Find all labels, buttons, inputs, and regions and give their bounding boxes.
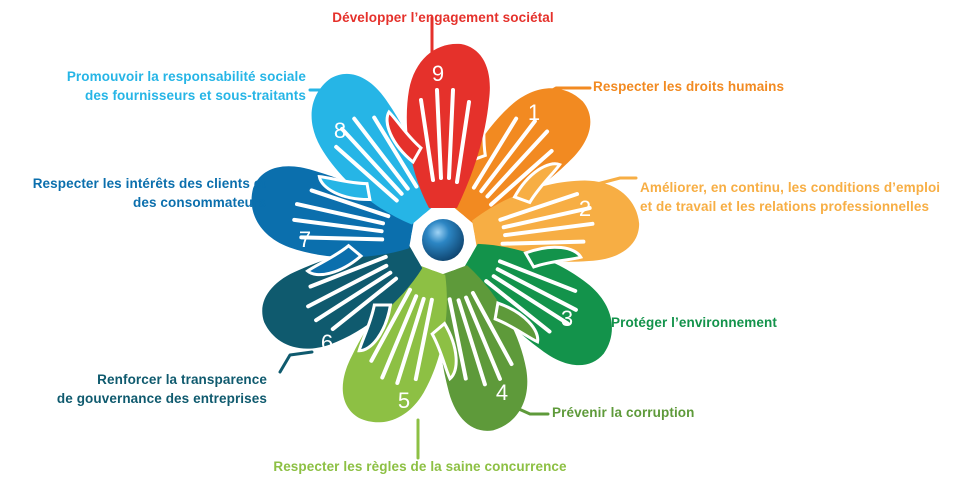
label-principle-7: Respecter les intérêts des clients et de… bbox=[33, 174, 266, 212]
finger-gap-7-4 bbox=[309, 188, 391, 219]
finger-gap-7-3 bbox=[295, 202, 385, 226]
finger-gap-8-2 bbox=[339, 126, 404, 196]
hand-number-7: 7 bbox=[299, 227, 311, 252]
hands-group: 1 2 3 4 5 6 7 8 9 bbox=[251, 43, 640, 431]
finger-gap-3-1 bbox=[497, 259, 578, 293]
finger-gap-2-1 bbox=[498, 192, 580, 222]
finger-gap-6-4 bbox=[308, 254, 388, 289]
finger-gap-9-1 bbox=[419, 98, 435, 182]
finger-gap-2-4 bbox=[500, 239, 586, 246]
finger-gap-1-1 bbox=[471, 116, 519, 190]
hand-thumb-6 bbox=[357, 303, 393, 353]
hand-number-2: 2 bbox=[579, 196, 591, 221]
hand-number-5: 5 bbox=[398, 388, 410, 413]
label-5-line-1: Respecter les règles de la saine concurr… bbox=[273, 459, 567, 474]
finger-gap-4-4 bbox=[447, 297, 468, 381]
finger-gap-4-3 bbox=[456, 298, 487, 387]
finger-gap-6-2 bbox=[314, 270, 393, 323]
finger-gap-3-4 bbox=[484, 279, 552, 334]
finger-gap-7-1 bbox=[299, 235, 385, 242]
label-7-line-2: des consommateurs bbox=[133, 195, 266, 210]
label-principle-3: Protéger l’environnement bbox=[611, 313, 777, 332]
finger-gap-1-2 bbox=[479, 119, 537, 194]
finger-gap-5-1 bbox=[413, 297, 434, 382]
label-2-line-1: Améliorer, en continu, les conditions d’… bbox=[640, 180, 941, 195]
label-3-line-1: Protéger l’environnement bbox=[611, 315, 777, 330]
finger-gap-8-1 bbox=[334, 144, 399, 203]
hand-thumb-4 bbox=[493, 301, 540, 344]
finger-gap-4-1 bbox=[470, 290, 514, 367]
label-principle-6: Renforcer la transparence de gouvernance… bbox=[57, 370, 267, 408]
label-8-line-2: des fournisseurs et sous-traitants bbox=[85, 88, 306, 103]
finger-gap-9-2 bbox=[435, 88, 443, 180]
label-6-line-1: Renforcer la transparence bbox=[97, 372, 267, 387]
hand-thumb-7 bbox=[305, 243, 364, 276]
hand-3 bbox=[463, 243, 612, 366]
center-globe bbox=[422, 219, 464, 261]
finger-gap-9-3 bbox=[447, 88, 455, 180]
label-principle-4: Prévenir la corruption bbox=[552, 403, 695, 422]
finger-gap-5-3 bbox=[380, 294, 419, 380]
finger-gap-5-2 bbox=[395, 296, 426, 386]
finger-gap-3-3 bbox=[491, 274, 570, 326]
hand-thumb-9 bbox=[385, 109, 423, 165]
label-principle-8: Promouvoir la responsabilité sociale des… bbox=[67, 67, 306, 105]
hand-thumb-3 bbox=[523, 245, 584, 269]
hand-1 bbox=[452, 88, 591, 225]
finger-gap-1-4 bbox=[489, 148, 554, 207]
finger-gap-2-3 bbox=[503, 221, 595, 238]
finger-gap-7-2 bbox=[292, 217, 384, 234]
hand-palm-8 bbox=[311, 74, 434, 225]
hand-number-3: 3 bbox=[561, 306, 573, 331]
connector-line-6 bbox=[278, 350, 314, 374]
label-1-line-1: Respecter les droits humains bbox=[593, 79, 785, 94]
hand-number-1: 1 bbox=[528, 100, 540, 125]
hand-8 bbox=[311, 74, 434, 225]
hand-number-4: 4 bbox=[496, 380, 508, 405]
finger-gap-5-4 bbox=[369, 287, 413, 363]
label-2-line-2: et de travail et les relations professio… bbox=[640, 199, 930, 214]
label-8-line-1: Promouvoir la responsabilité sociale bbox=[66, 69, 306, 84]
label-principle-2: Améliorer, en continu, les conditions d’… bbox=[640, 178, 940, 216]
label-6-line-2: de gouvernance des entreprises bbox=[56, 391, 267, 406]
finger-gap-8-4 bbox=[372, 115, 419, 189]
finger-gap-1-3 bbox=[485, 129, 550, 199]
finger-gap-6-3 bbox=[306, 263, 389, 309]
finger-gap-6-1 bbox=[330, 276, 399, 332]
hand-5 bbox=[342, 265, 458, 423]
finger-gap-9-4 bbox=[455, 100, 471, 184]
finger-gap-4-2 bbox=[464, 295, 502, 381]
finger-gap-2-2 bbox=[501, 206, 592, 230]
hand-thumb-5 bbox=[430, 321, 458, 382]
hand-number-8: 8 bbox=[334, 118, 346, 143]
hand-number-9: 9 bbox=[432, 61, 444, 86]
label-principle-5: Respecter les règles de la saine concurr… bbox=[230, 457, 610, 476]
hand-7 bbox=[251, 166, 414, 276]
hand-palm-9 bbox=[406, 43, 490, 208]
finger-gap-8-3 bbox=[352, 116, 410, 191]
hand-thumb-8 bbox=[317, 174, 372, 202]
hand-2 bbox=[472, 162, 640, 262]
label-principle-9: Développer l’engagement sociétal bbox=[300, 8, 586, 27]
hand-6 bbox=[262, 243, 423, 353]
hand-9 bbox=[385, 43, 490, 208]
hand-4 bbox=[438, 265, 540, 431]
globe-icon bbox=[422, 219, 464, 261]
label-9-line-1: Développer l’engagement sociétal bbox=[332, 10, 554, 25]
hand-number-6: 6 bbox=[321, 330, 333, 355]
label-principle-1: Respecter les droits humains bbox=[593, 77, 784, 96]
hand-thumb-2 bbox=[512, 162, 563, 205]
finger-gap-3-2 bbox=[495, 267, 578, 312]
label-4-line-1: Prévenir la corruption bbox=[552, 405, 695, 420]
label-7-line-1: Respecter les intérêts des clients et bbox=[32, 176, 266, 191]
